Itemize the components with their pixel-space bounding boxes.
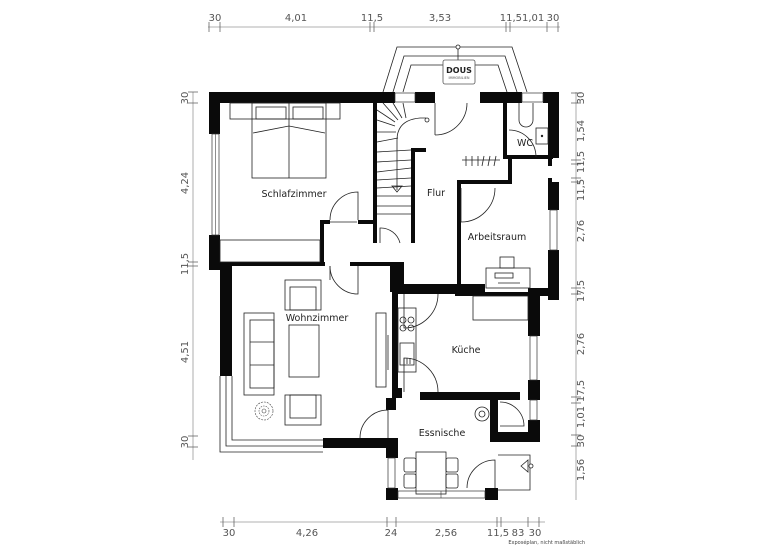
windows <box>211 92 558 499</box>
dim-left-4: 30 <box>180 436 191 449</box>
dim-left-3: 4,51 <box>180 341 191 363</box>
dim-bottom-1: 4,26 <box>296 528 318 539</box>
toilet-icon <box>518 103 534 128</box>
sink-icon <box>535 127 549 145</box>
dous-logo: DOUS IMMOBILIEN <box>442 59 476 85</box>
dim-top-1: 4,01 <box>285 13 307 24</box>
dim-right-10: 1,56 <box>576 459 587 481</box>
dim-right-0: 30 <box>576 92 587 105</box>
dim-left-0: 30 <box>180 92 191 105</box>
staircase <box>376 102 430 215</box>
dimension-left: 30 4,24 11,5 4,51 30 <box>180 91 198 460</box>
dim-bottom-6: 30 <box>529 528 542 539</box>
dim-right-1: 1,54 <box>576 120 587 142</box>
room-label-wohnzimmer: Wohnzimmer <box>286 313 349 324</box>
dimension-top: 30 4,01 11,5 3,53 11,51,01 30 <box>208 13 560 32</box>
not-to-scale-note: Exposéplan, nicht maßstäblich <box>508 539 585 546</box>
svg-text:IMMOBILIEN: IMMOBILIEN <box>448 76 469 80</box>
coffee-table-icon <box>288 324 320 378</box>
room-label-schlafzimmer: Schlafzimmer <box>262 189 327 200</box>
walls <box>209 92 559 500</box>
room-label-essnische: Essnische <box>419 428 466 439</box>
dim-right-5: 17,5 <box>576 280 587 302</box>
desk-icon <box>485 256 531 289</box>
dim-top-2: 11,5 <box>361 13 383 24</box>
armchair-icon <box>284 394 322 426</box>
room-labels: Schlafzimmer Flur WC Arbeitsraum Wohnzim… <box>262 138 534 439</box>
dim-bottom-5: 83 <box>512 528 525 539</box>
room-label-wc: WC <box>517 138 533 149</box>
dim-left-1: 4,24 <box>180 172 191 194</box>
furniture <box>219 102 549 495</box>
doors <box>329 102 537 491</box>
dim-top-3: 3,53 <box>429 13 451 24</box>
dimension-bottom: 30 4,26 24 2,56 11,5 83 30 Exposéplan, n… <box>220 517 585 546</box>
dim-top-5: 30 <box>547 13 560 24</box>
dimension-right: 30 1,54 11,5 11,5 2,76 17,5 2,76 17,5 1,… <box>571 92 587 500</box>
room-label-kueche: Küche <box>452 345 481 356</box>
tv-sideboard-icon <box>375 312 389 388</box>
dim-bottom-4: 11,5 <box>487 528 509 539</box>
entrance-canopy: DOUS IMMOBILIEN <box>382 44 528 93</box>
dim-top-0: 30 <box>209 13 222 24</box>
dim-right-7: 17,5 <box>576 380 587 402</box>
kitchen-counter-icon <box>397 307 417 373</box>
room-label-flur: Flur <box>427 188 445 199</box>
svg-text:DOUS: DOUS <box>446 66 472 75</box>
dim-right-8: 1,01 <box>576 406 587 428</box>
dim-top-4: 11,51,01 <box>500 13 545 24</box>
ceiling-lamp-icon <box>474 406 490 422</box>
dim-right-6: 2,76 <box>576 333 587 355</box>
dim-bottom-2: 24 <box>385 528 398 539</box>
kitchen-shelf <box>472 295 529 321</box>
dim-right-3: 11,5 <box>576 179 587 201</box>
dim-right-2: 11,5 <box>576 151 587 173</box>
dining-table-icon <box>403 451 459 495</box>
double-bed-icon <box>229 102 341 179</box>
sofa-icon <box>243 312 275 396</box>
room-label-arbeitsraum: Arbeitsraum <box>468 232 527 243</box>
dim-left-2: 11,5 <box>180 253 191 275</box>
plant-icon <box>254 401 274 421</box>
dim-bottom-0: 30 <box>223 528 236 539</box>
dim-right-4: 2,76 <box>576 220 587 242</box>
armchair-icon <box>284 279 322 311</box>
dim-right-9: 30 <box>576 435 587 448</box>
dim-bottom-3: 2,56 <box>435 528 457 539</box>
